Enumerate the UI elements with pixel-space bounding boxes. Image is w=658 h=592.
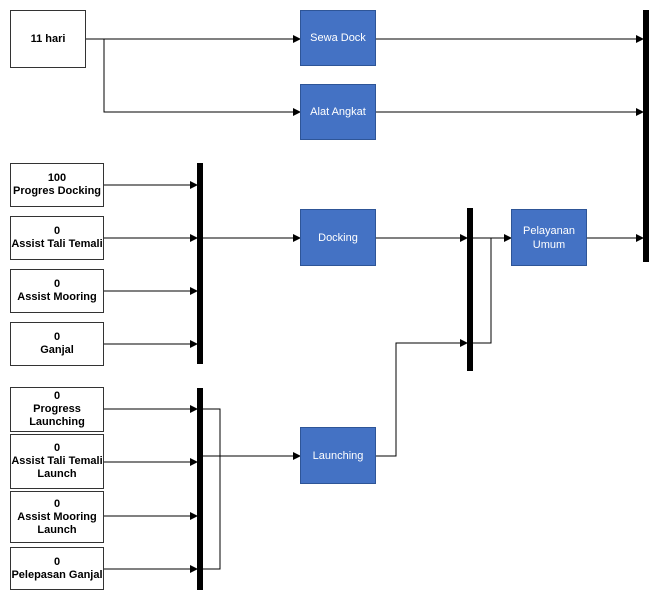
input-hari-value: 11 hari — [30, 32, 66, 45]
input-label: Assist Tali Temali Launch — [11, 455, 103, 480]
input-value: 0 — [53, 331, 61, 343]
link-hari-alat-angkat — [103, 39, 301, 116]
input-ganjal: 0 Ganjal — [10, 322, 104, 366]
input-label: Progres Docking — [12, 185, 102, 197]
process-sewa-dock: Sewa Dock — [300, 10, 376, 66]
process-label: Alat Angkat — [310, 106, 366, 118]
sum-bar-pelayanan — [467, 208, 473, 371]
input-label: Progress Launching — [29, 403, 85, 428]
input-assist-mooring-launch: 0 Assist Mooring Launch — [10, 491, 104, 543]
input-hari: 11 hari — [10, 10, 86, 68]
process-label: Launching — [312, 449, 364, 462]
input-assist-tali-temali: 0 Assist Tali Temali — [10, 216, 104, 260]
link-bar-pelayanan-lower — [473, 238, 492, 344]
input-value: 100 — [47, 172, 67, 184]
process-launching: Launching — [300, 427, 376, 484]
input-label: Assist Mooring — [17, 291, 97, 303]
input-value: 0 — [53, 442, 61, 454]
process-docking: Docking — [300, 209, 376, 266]
process-alat-angkat: Alat Angkat — [300, 84, 376, 140]
sum-bar-docking — [197, 163, 203, 364]
process-label: Pelayanan Umum — [523, 224, 575, 251]
input-value: 0 — [53, 555, 61, 568]
input-progres-docking: 100 Progres Docking — [10, 163, 104, 207]
input-value: 0 — [53, 390, 61, 402]
input-label: Pelepasan Ganjal — [11, 568, 103, 581]
sum-bar-launching — [197, 388, 203, 590]
input-label: Assist Tali Temali — [11, 238, 103, 250]
process-label: Docking — [318, 231, 358, 244]
link-launching-pelayanan-bar — [376, 339, 468, 457]
input-value: 0 — [53, 225, 61, 237]
process-label: Sewa Dock — [310, 32, 366, 44]
input-assist-tali-temali-launch: 0 Assist Tali Temali Launch — [10, 434, 104, 489]
sum-bar-total — [643, 10, 649, 262]
input-assist-mooring: 0 Assist Mooring — [10, 269, 104, 313]
input-label: Ganjal — [40, 344, 74, 356]
input-value: 0 — [53, 497, 61, 510]
process-pelayanan-umum: Pelayanan Umum — [511, 209, 587, 266]
input-value: 0 — [53, 278, 61, 290]
input-pelepasan-ganjal: 0 Pelepasan Ganjal — [10, 547, 104, 590]
input-progress-launching: 0 Progress Launching — [10, 387, 104, 432]
input-label: Assist Mooring Launch — [17, 510, 97, 536]
link-bar-launching — [203, 408, 300, 570]
